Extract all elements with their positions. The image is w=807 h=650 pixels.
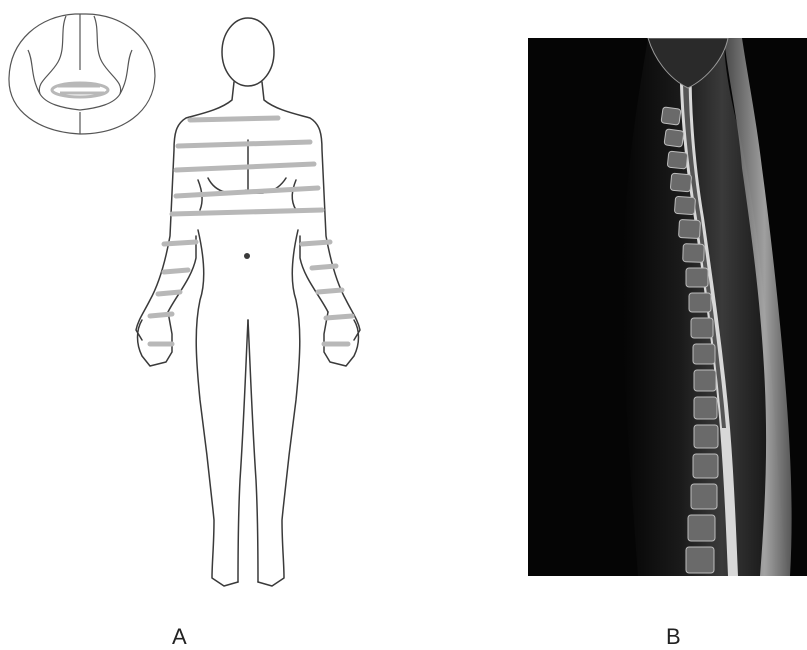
body-outline (136, 18, 360, 586)
panel-label-a: A (172, 624, 187, 650)
head (222, 18, 274, 86)
navel-marker (244, 253, 250, 259)
spinal-cord-lesion-band (52, 83, 108, 97)
panel-label-b: B (666, 624, 681, 650)
body-sensory-diagram (0, 0, 520, 610)
spinal-cord-cross-section (9, 14, 155, 134)
spine-mri-image (528, 38, 807, 576)
